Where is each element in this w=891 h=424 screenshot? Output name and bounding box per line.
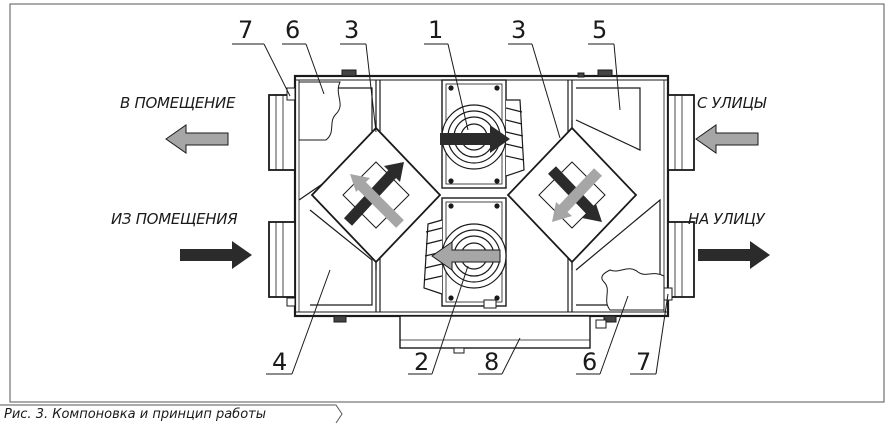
cross-arrows-right	[548, 166, 602, 222]
right-spigots	[663, 94, 695, 301]
label-from-street: С УЛИЦЫ	[697, 94, 766, 112]
label-from-room: ИЗ ПОМЕЩЕНИЯ	[111, 210, 238, 228]
callout-8: 8	[484, 348, 500, 376]
filters	[298, 81, 665, 311]
label-to-street: НА УЛИЦУ	[688, 210, 765, 228]
callout-7-left: 7	[238, 16, 254, 44]
diagram-frame	[9, 3, 885, 403]
leader-lines	[232, 43, 669, 375]
arrow-from-room	[180, 241, 252, 269]
callout-6-bottom: 6	[582, 348, 598, 376]
callout-4: 4	[272, 348, 288, 376]
arrow-fan-lower	[431, 241, 501, 271]
callout-3-left: 3	[344, 16, 360, 44]
arrow-to-street	[698, 241, 770, 269]
cross-arrows-left	[343, 162, 404, 228]
arrow-in-room	[165, 124, 229, 154]
callout-2: 2	[414, 348, 430, 376]
callout-7-right: 7	[636, 348, 652, 376]
arrow-fan-upper	[440, 125, 510, 153]
callout-1: 1	[428, 16, 444, 44]
callout-3-right: 3	[511, 16, 527, 44]
callout-5: 5	[592, 16, 608, 44]
left-spigots	[268, 87, 296, 307]
label-in-room: В ПОМЕЩЕНИЕ	[120, 94, 236, 112]
control-box	[399, 315, 607, 354]
caption-tab	[0, 404, 343, 424]
arrow-from-street	[695, 124, 759, 154]
callout-6-top: 6	[285, 16, 301, 44]
figure-caption: Рис. 3. Компоновка и принцип работы	[4, 407, 266, 422]
